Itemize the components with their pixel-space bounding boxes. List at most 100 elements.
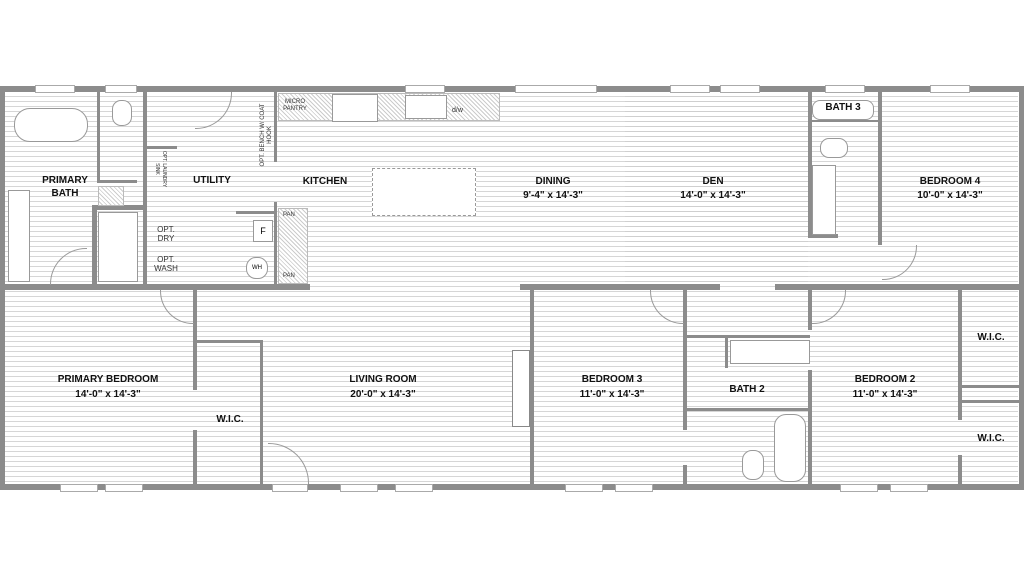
window xyxy=(840,484,878,492)
window xyxy=(825,85,865,93)
interior-wall xyxy=(143,92,147,285)
fireplace xyxy=(512,350,530,427)
pan-label: PAN xyxy=(283,212,295,218)
interior-wall xyxy=(92,205,97,285)
window xyxy=(395,484,433,492)
bathtub xyxy=(14,108,88,142)
window xyxy=(670,85,710,93)
bath2-tub xyxy=(774,414,806,482)
shower xyxy=(98,212,138,282)
room-label-kitchen: KITCHEN xyxy=(302,176,348,187)
room-label-bedroom-2: BEDROOM 2 xyxy=(854,374,916,385)
room-label-primary-bath: PRIMARY BATH xyxy=(42,175,88,199)
interior-wall xyxy=(193,290,197,390)
bath2-toilet xyxy=(742,450,764,480)
interior-wall xyxy=(878,92,882,245)
opt-wash-label: OPT. WASH xyxy=(154,255,178,273)
bath3-toilet xyxy=(820,138,848,158)
interior-wall xyxy=(520,284,720,290)
room-size-dining: 9'-4" x 14'-3" xyxy=(523,190,583,201)
interior-wall xyxy=(812,120,878,122)
water-heater: WH xyxy=(246,257,268,279)
room-label-primary-bedroom: PRIMARY BEDROOM xyxy=(57,374,159,385)
room-size-bedroom-4: 10'-0" x 14'-3" xyxy=(917,190,983,201)
room-label-utility: UTILITY xyxy=(193,175,231,186)
exterior-wall-bottom xyxy=(0,484,1024,490)
window xyxy=(35,85,75,93)
window xyxy=(615,484,653,492)
room-size-bedroom-3: 11'-0" x 14'-3" xyxy=(579,389,645,400)
interior-wall xyxy=(147,146,177,149)
interior-wall xyxy=(236,211,276,214)
pan-label: PAN xyxy=(283,273,295,279)
interior-wall xyxy=(193,430,197,484)
room-label-den: DEN xyxy=(702,176,724,187)
window xyxy=(60,484,98,492)
interior-wall xyxy=(687,335,810,338)
toilet xyxy=(112,100,132,126)
den-floor xyxy=(625,92,808,284)
interior-wall xyxy=(962,385,1019,388)
micro-pantry-label: MICRO PANTRY xyxy=(283,99,307,112)
bath3-vanity xyxy=(812,165,836,235)
room-label-bath-2: BATH 2 xyxy=(729,384,765,395)
window xyxy=(515,85,597,93)
interior-wall xyxy=(274,202,277,285)
window xyxy=(105,484,143,492)
room-label-bedroom-4: BEDROOM 4 xyxy=(919,176,981,187)
interior-wall xyxy=(962,400,1019,403)
interior-wall xyxy=(260,340,263,484)
room-label-wic-primary: W.I.C. xyxy=(216,414,244,425)
interior-wall xyxy=(92,205,144,210)
interior-wall xyxy=(808,370,812,484)
room-label-bedroom-3: BEDROOM 3 xyxy=(581,374,643,385)
interior-wall xyxy=(808,92,812,238)
kitchen-sink xyxy=(405,95,447,119)
vanity xyxy=(8,190,30,282)
window xyxy=(890,484,928,492)
laundry-sink-label: OPT. LAUNDRY SINK xyxy=(154,150,167,188)
furnace: F xyxy=(253,220,273,242)
window xyxy=(340,484,378,492)
exterior-wall-top xyxy=(0,86,1024,92)
interior-wall xyxy=(97,180,137,183)
interior-wall xyxy=(683,290,687,430)
interior-wall xyxy=(683,465,687,484)
kitchen-island xyxy=(372,168,476,216)
room-label-bath-3: BATH 3 xyxy=(825,102,861,113)
interior-wall xyxy=(687,408,810,411)
window xyxy=(930,85,970,93)
room-size-den: 14'-0" x 14'-3" xyxy=(680,190,746,201)
window xyxy=(405,85,445,93)
interior-wall xyxy=(958,455,962,484)
interior-wall xyxy=(0,284,310,290)
interior-wall xyxy=(97,92,100,180)
range xyxy=(332,94,378,122)
opt-dry-label: OPT. DRY xyxy=(157,225,175,243)
interior-wall xyxy=(808,234,838,238)
bench-label: OPT. BENCH W/ COAT HOOK xyxy=(260,103,273,167)
room-size-bedroom-2: 11'-0" x 14'-3" xyxy=(852,389,918,400)
interior-wall xyxy=(530,290,534,484)
room-label-dining: DINING xyxy=(535,176,571,187)
room-label-wic-lower: W.I.C. xyxy=(977,433,1005,444)
interior-wall xyxy=(197,340,263,343)
room-size-primary-bedroom: 14'-0" x 14'-3" xyxy=(75,389,141,400)
dishwasher-label: d/w xyxy=(452,107,463,114)
front-door xyxy=(272,484,308,492)
linen xyxy=(98,186,124,206)
interior-wall xyxy=(775,284,1024,290)
pantry xyxy=(278,208,308,284)
interior-wall xyxy=(725,338,728,368)
interior-wall xyxy=(274,92,277,162)
window xyxy=(720,85,760,93)
window xyxy=(105,85,137,93)
bath2-vanity xyxy=(730,340,810,364)
window xyxy=(565,484,603,492)
room-label-wic-upper: W.I.C. xyxy=(977,332,1005,343)
room-label-living-room: LIVING ROOM xyxy=(349,374,417,385)
kitchen-counter xyxy=(278,93,500,121)
bath3-tub xyxy=(812,100,874,120)
interior-wall xyxy=(958,290,962,420)
